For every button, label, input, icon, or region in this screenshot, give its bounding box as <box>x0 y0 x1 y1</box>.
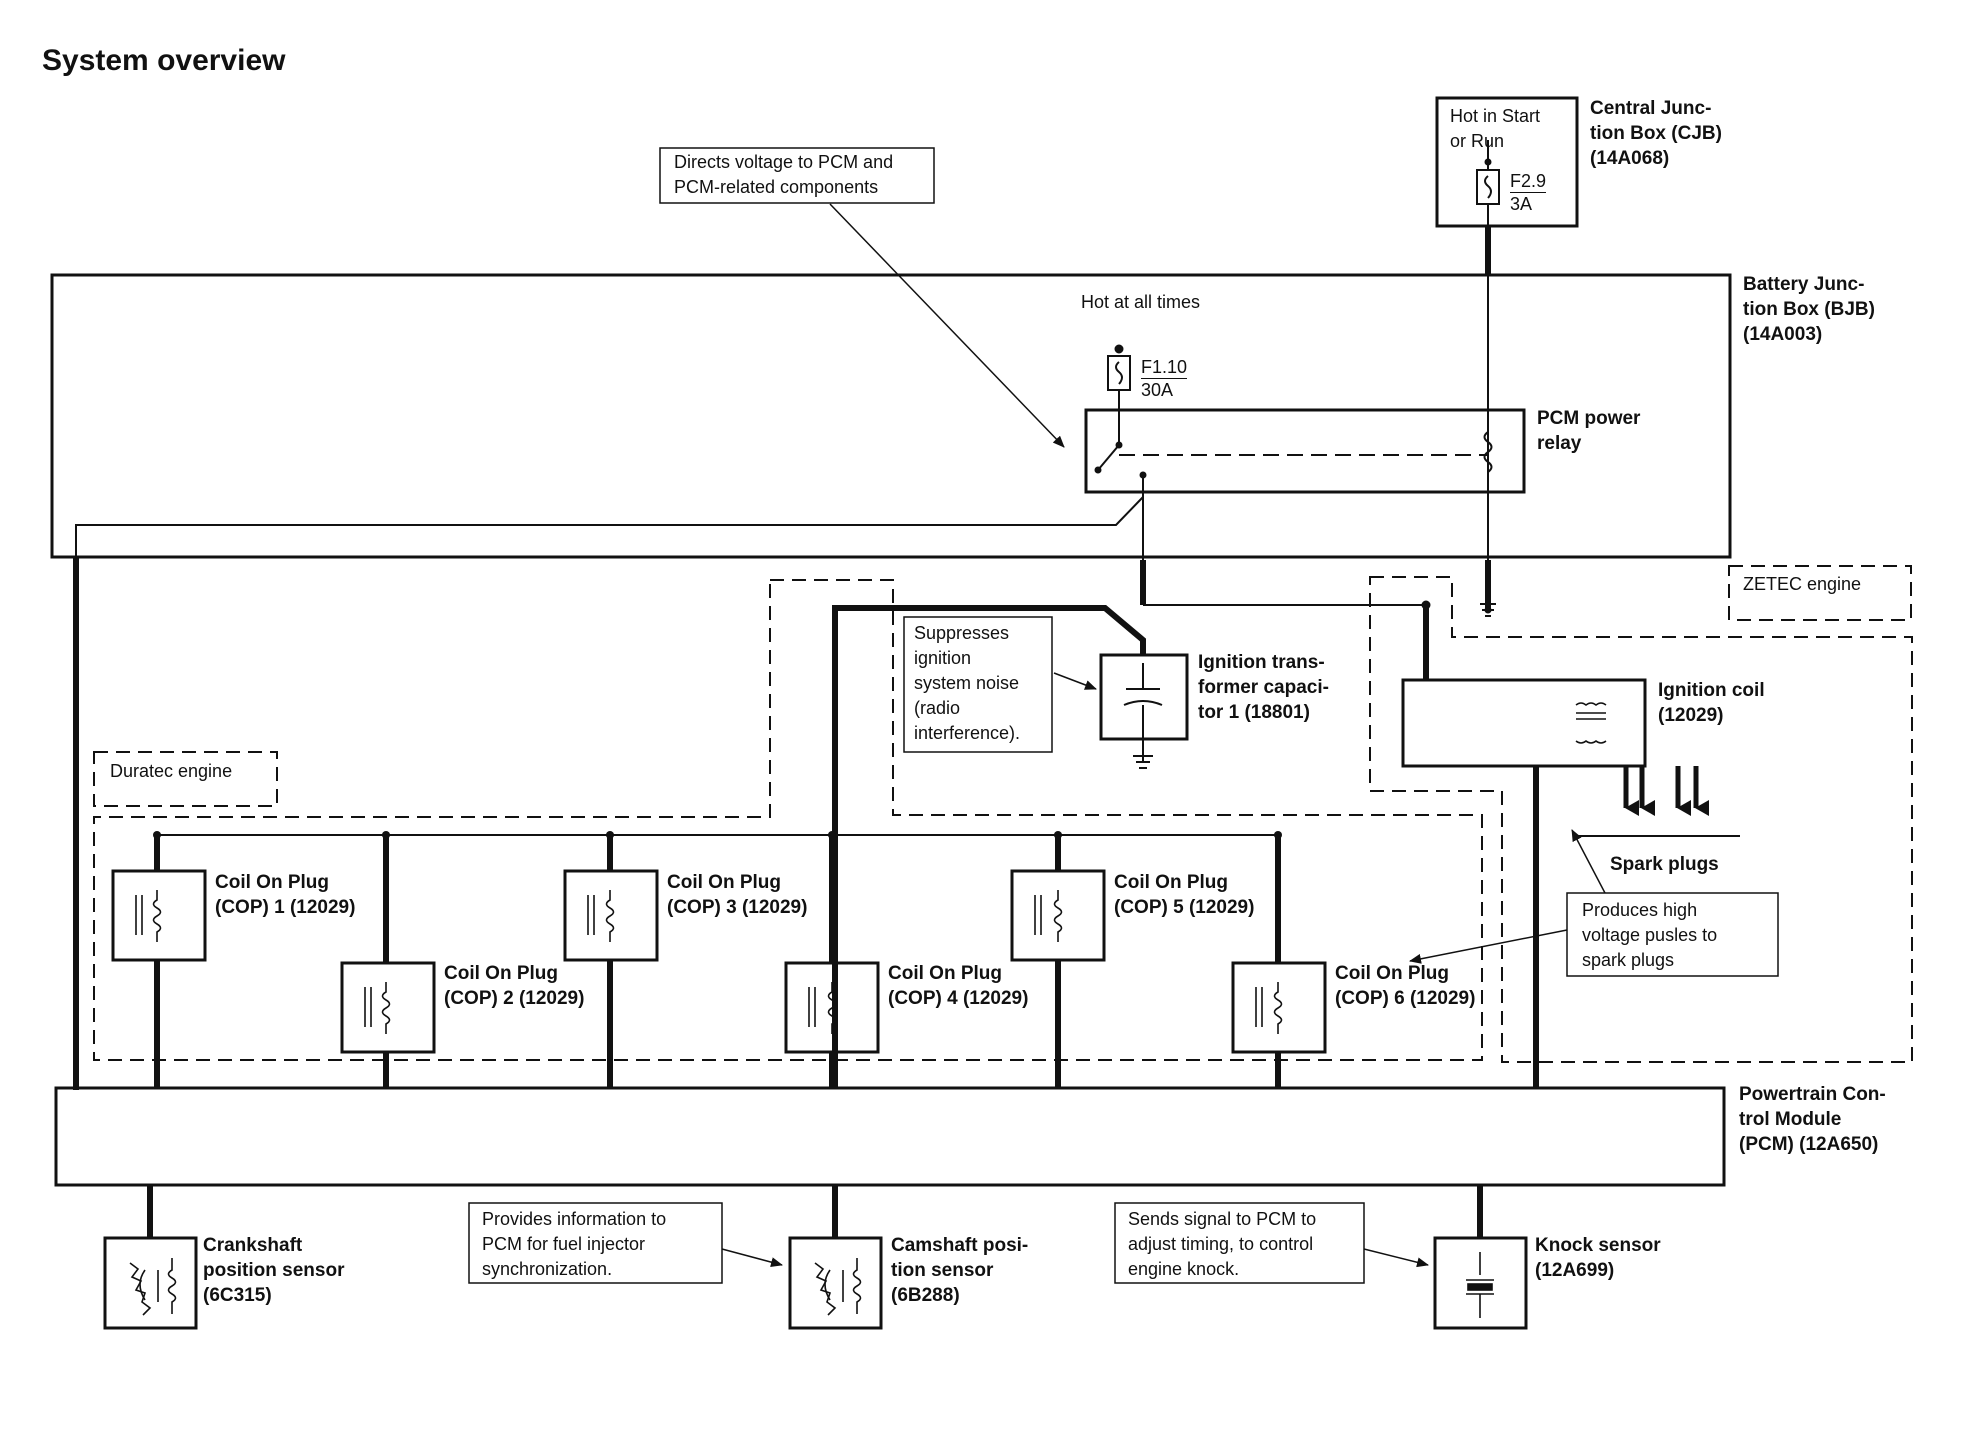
cop6-box <box>1231 961 1327 1054</box>
cop4-label: Coil On Plug (COP) 4 (12029) <box>888 963 1029 1009</box>
ks-box <box>1433 1236 1528 1330</box>
cop3-box <box>563 869 659 962</box>
cop5-label: Coil On Plug (COP) 5 (12029) <box>1114 872 1255 918</box>
bjb-fuse-rating: 30A <box>1141 380 1174 400</box>
cop1-label: Coil On Plug (COP) 1 (12029) <box>215 872 356 918</box>
cjb-box <box>1435 96 1579 228</box>
cjb-label: Central Junc- tion Box (CJB) (14A068) <box>1590 98 1722 169</box>
coil-note-box <box>1566 892 1779 977</box>
spark-plugs-label: Spark plugs <box>1610 854 1719 875</box>
duratec-label-box <box>93 751 278 807</box>
cjb-fuse-rating: 3A <box>1510 194 1533 214</box>
cmp-note-box <box>468 1202 723 1284</box>
cmp-note: Provides information to PCM for fuel inj… <box>482 1209 667 1279</box>
ckp-label: Crankshaft position sensor (6C315) <box>203 1235 345 1306</box>
cop3-label: Coil On Plug (COP) 3 (12029) <box>667 872 808 918</box>
ckp-box <box>103 1236 198 1330</box>
cmp-label: Camshaft posi- tion sensor (6B288) <box>891 1235 1029 1306</box>
pcm-label: Powertrain Con- trol Module (PCM) (12A65… <box>1739 1084 1886 1155</box>
cop4-box <box>784 961 880 1054</box>
cop5-box <box>1010 869 1106 962</box>
duratec-engine-label: Duratec engine <box>110 761 233 781</box>
cjb-fuse-id: F2.9 <box>1510 171 1547 193</box>
cop2-box <box>340 961 436 1054</box>
bjb-fuse-id: F1.10 <box>1141 357 1188 379</box>
coil-note: Produces high voltage pusles to spark pl… <box>1582 900 1718 970</box>
ks-label: Knock sensor (12A699) <box>1535 1235 1661 1281</box>
relay-note-box <box>659 147 935 204</box>
cmp-box <box>788 1236 883 1330</box>
capacitor-note: Suppresses ignition system noise (radio … <box>914 623 1021 743</box>
bjb-fuse-label: F1.10 30A <box>1141 356 1188 401</box>
bjb-label: Battery Junc- tion Box (BJB) (14A003) <box>1743 274 1875 345</box>
ignition-coil-label: Ignition coil (12029) <box>1658 680 1765 726</box>
cop1-box <box>111 869 207 962</box>
ignition-coil-box <box>1401 678 1647 768</box>
capacitor-label: Ignition trans- former capaci- tor 1 (18… <box>1198 652 1329 723</box>
page-title: System overview <box>42 44 286 77</box>
cjb-fuse-label: F2.9 3A <box>1510 170 1547 215</box>
pcm-relay-label: PCM power relay <box>1537 408 1641 454</box>
ks-note-box <box>1114 1202 1365 1284</box>
hot-all-times-label: Hot at all times <box>1081 292 1201 312</box>
zetec-label-box <box>1728 565 1912 621</box>
bjb-box <box>50 273 1732 559</box>
capacitor-note-box <box>903 616 1053 753</box>
relay-note: Directs voltage to PCM and PCM-related c… <box>674 152 894 197</box>
pcm-relay-box <box>1084 408 1526 494</box>
hot-start-run-label: Hot in Start or Run <box>1450 106 1541 151</box>
pcm-box <box>54 1086 1726 1187</box>
ks-note: Sends signal to PCM to adjust timing, to… <box>1128 1209 1317 1279</box>
cop2-label: Coil On Plug (COP) 2 (12029) <box>444 963 585 1009</box>
cop6-label: Coil On Plug (COP) 6 (12029) <box>1335 963 1476 1009</box>
zetec-engine-label: ZETEC engine <box>1743 574 1862 594</box>
